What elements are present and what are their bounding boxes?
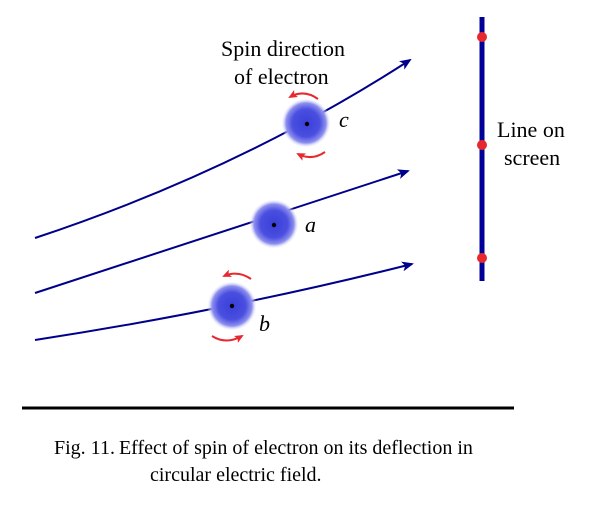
spin-arrow-b-top xyxy=(222,269,252,280)
screen-dot-top xyxy=(477,32,487,42)
spin-arrow-b-bottom xyxy=(211,335,244,343)
electron-center-dot xyxy=(271,222,277,228)
spin-direction-label-line2: of electron xyxy=(234,64,329,89)
electron-c xyxy=(281,90,331,161)
electron-b-label: b xyxy=(259,311,270,336)
spin-direction-label-line1: Spin direction xyxy=(221,36,345,61)
path-c xyxy=(34,58,412,239)
path-a xyxy=(34,169,410,294)
electron-center-dot xyxy=(229,303,235,309)
screen-dot-middle xyxy=(477,140,487,150)
screen-label-line2: screen xyxy=(504,145,560,170)
electron-c-label: c xyxy=(339,107,349,132)
screen-dot-bottom xyxy=(477,253,487,263)
electron-center-dot xyxy=(304,121,310,127)
spin-arrow-c-bottom xyxy=(296,151,326,161)
screen-label-line1: Line on xyxy=(497,117,565,142)
spin-arrow-c-top xyxy=(288,90,319,100)
electron-a xyxy=(249,199,299,249)
electron-b xyxy=(207,269,257,343)
electron-a-label: a xyxy=(305,212,316,237)
